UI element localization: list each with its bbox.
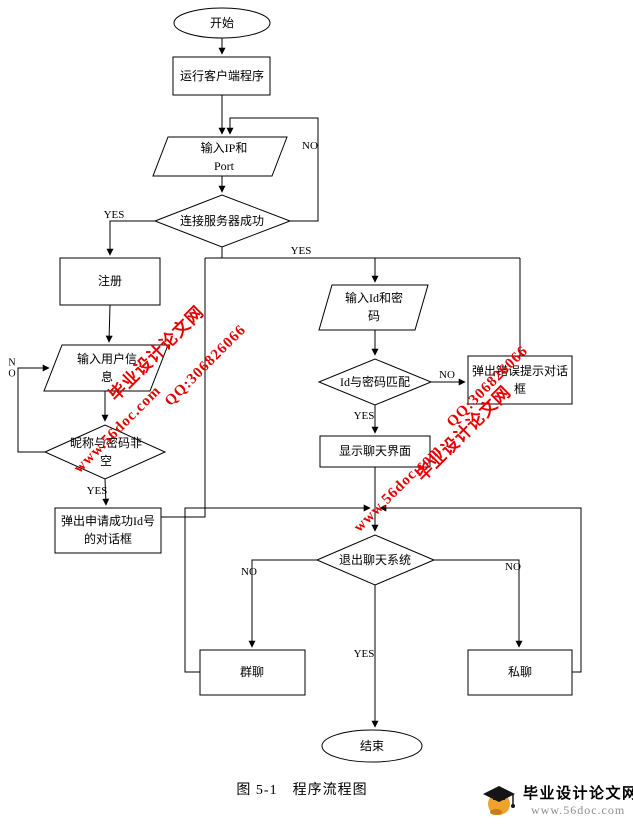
show-chat-label: 显示聊天界面 (338, 444, 412, 458)
exit-check-label: 退出聊天系统 (338, 553, 412, 567)
connect-check-shape (153, 194, 292, 248)
error-dialog-shape (467, 355, 573, 405)
site-logo-url: www.56doc.com (531, 803, 626, 817)
edge-nickname-yes-apply (102, 478, 110, 506)
edge-connect-yes-register (106, 220, 155, 256)
private-chat-label: 私聊 (507, 665, 533, 679)
apply-success-label: 弹出申请成功Id号的对话框 (61, 514, 155, 546)
exit-no-left-label: NO (241, 566, 257, 578)
group-chat-shape (199, 649, 306, 696)
flow-edges (17, 38, 582, 728)
input-ip-shape (152, 136, 288, 177)
nickname-yes-label: YES (86, 485, 108, 497)
graduation-cap-icon (480, 782, 520, 823)
edge-exit-no-groupchat (248, 559, 317, 648)
register-shape (59, 257, 161, 306)
connect-check-label: 连接服务器成功 (179, 214, 265, 228)
nickname-check-label: 昵称与密码非空 (69, 436, 142, 468)
edge-apply-to-bus (161, 258, 206, 518)
match-yes-label: YES (353, 410, 375, 422)
apply-success-shape (54, 507, 162, 554)
start-terminator-shape (173, 7, 271, 39)
match-check-label: Id与密码匹配 (340, 375, 410, 389)
exit-no-right-label: NO (505, 561, 521, 573)
site-logo-title: 毕业设计论文网 (523, 786, 633, 802)
edge-exit-no-privatechat (434, 559, 523, 648)
flow-shapes (43, 7, 573, 763)
nickname-check-shape (43, 424, 167, 480)
register-label: 注册 (97, 274, 123, 288)
nickname-no-label: NO (8, 357, 16, 379)
site-logo-text: 毕业设计论文网 www.56doc.com (523, 782, 633, 818)
edge-groupchat-return (184, 504, 371, 673)
run-client-shape (172, 56, 271, 96)
show-chat-shape (319, 435, 431, 468)
input-id-label: 输入Id和密码 (345, 291, 403, 323)
end-node-label: 结束 (359, 739, 385, 753)
input-ip-label: 输入IP和Port (200, 141, 248, 173)
edge-register-inputuser (105, 304, 113, 343)
match-check-shape (317, 358, 433, 406)
connect-yes-left-label: YES (103, 209, 125, 221)
connect-yes-right-label: YES (290, 245, 312, 257)
connect-no-label: NO (302, 140, 318, 152)
match-no-label: NO (439, 369, 455, 381)
error-dialog-label: 弹出错误提示对话框 (471, 364, 568, 396)
site-logo: 毕业设计论文网 www.56doc.com (480, 782, 633, 823)
group-chat-label: 群聊 (239, 665, 265, 679)
edge-privatechat-return (379, 504, 582, 673)
input-id-shape (318, 284, 429, 331)
start-node-label: 开始 (209, 16, 235, 30)
run-client-label: 运行客户端程序 (179, 69, 265, 83)
input-user-shape (43, 344, 169, 392)
exit-check-shape (315, 534, 436, 586)
edge-connect-no-loop (226, 117, 319, 222)
figure-caption: 图 5-1 程序流程图 (236, 783, 368, 798)
exit-yes-label: YES (353, 648, 375, 660)
edge-nickname-no-loop (17, 364, 50, 453)
private-chat-shape (467, 649, 573, 696)
end-terminator-shape (321, 729, 423, 763)
input-user-label: 输入用户信息 (76, 352, 137, 384)
